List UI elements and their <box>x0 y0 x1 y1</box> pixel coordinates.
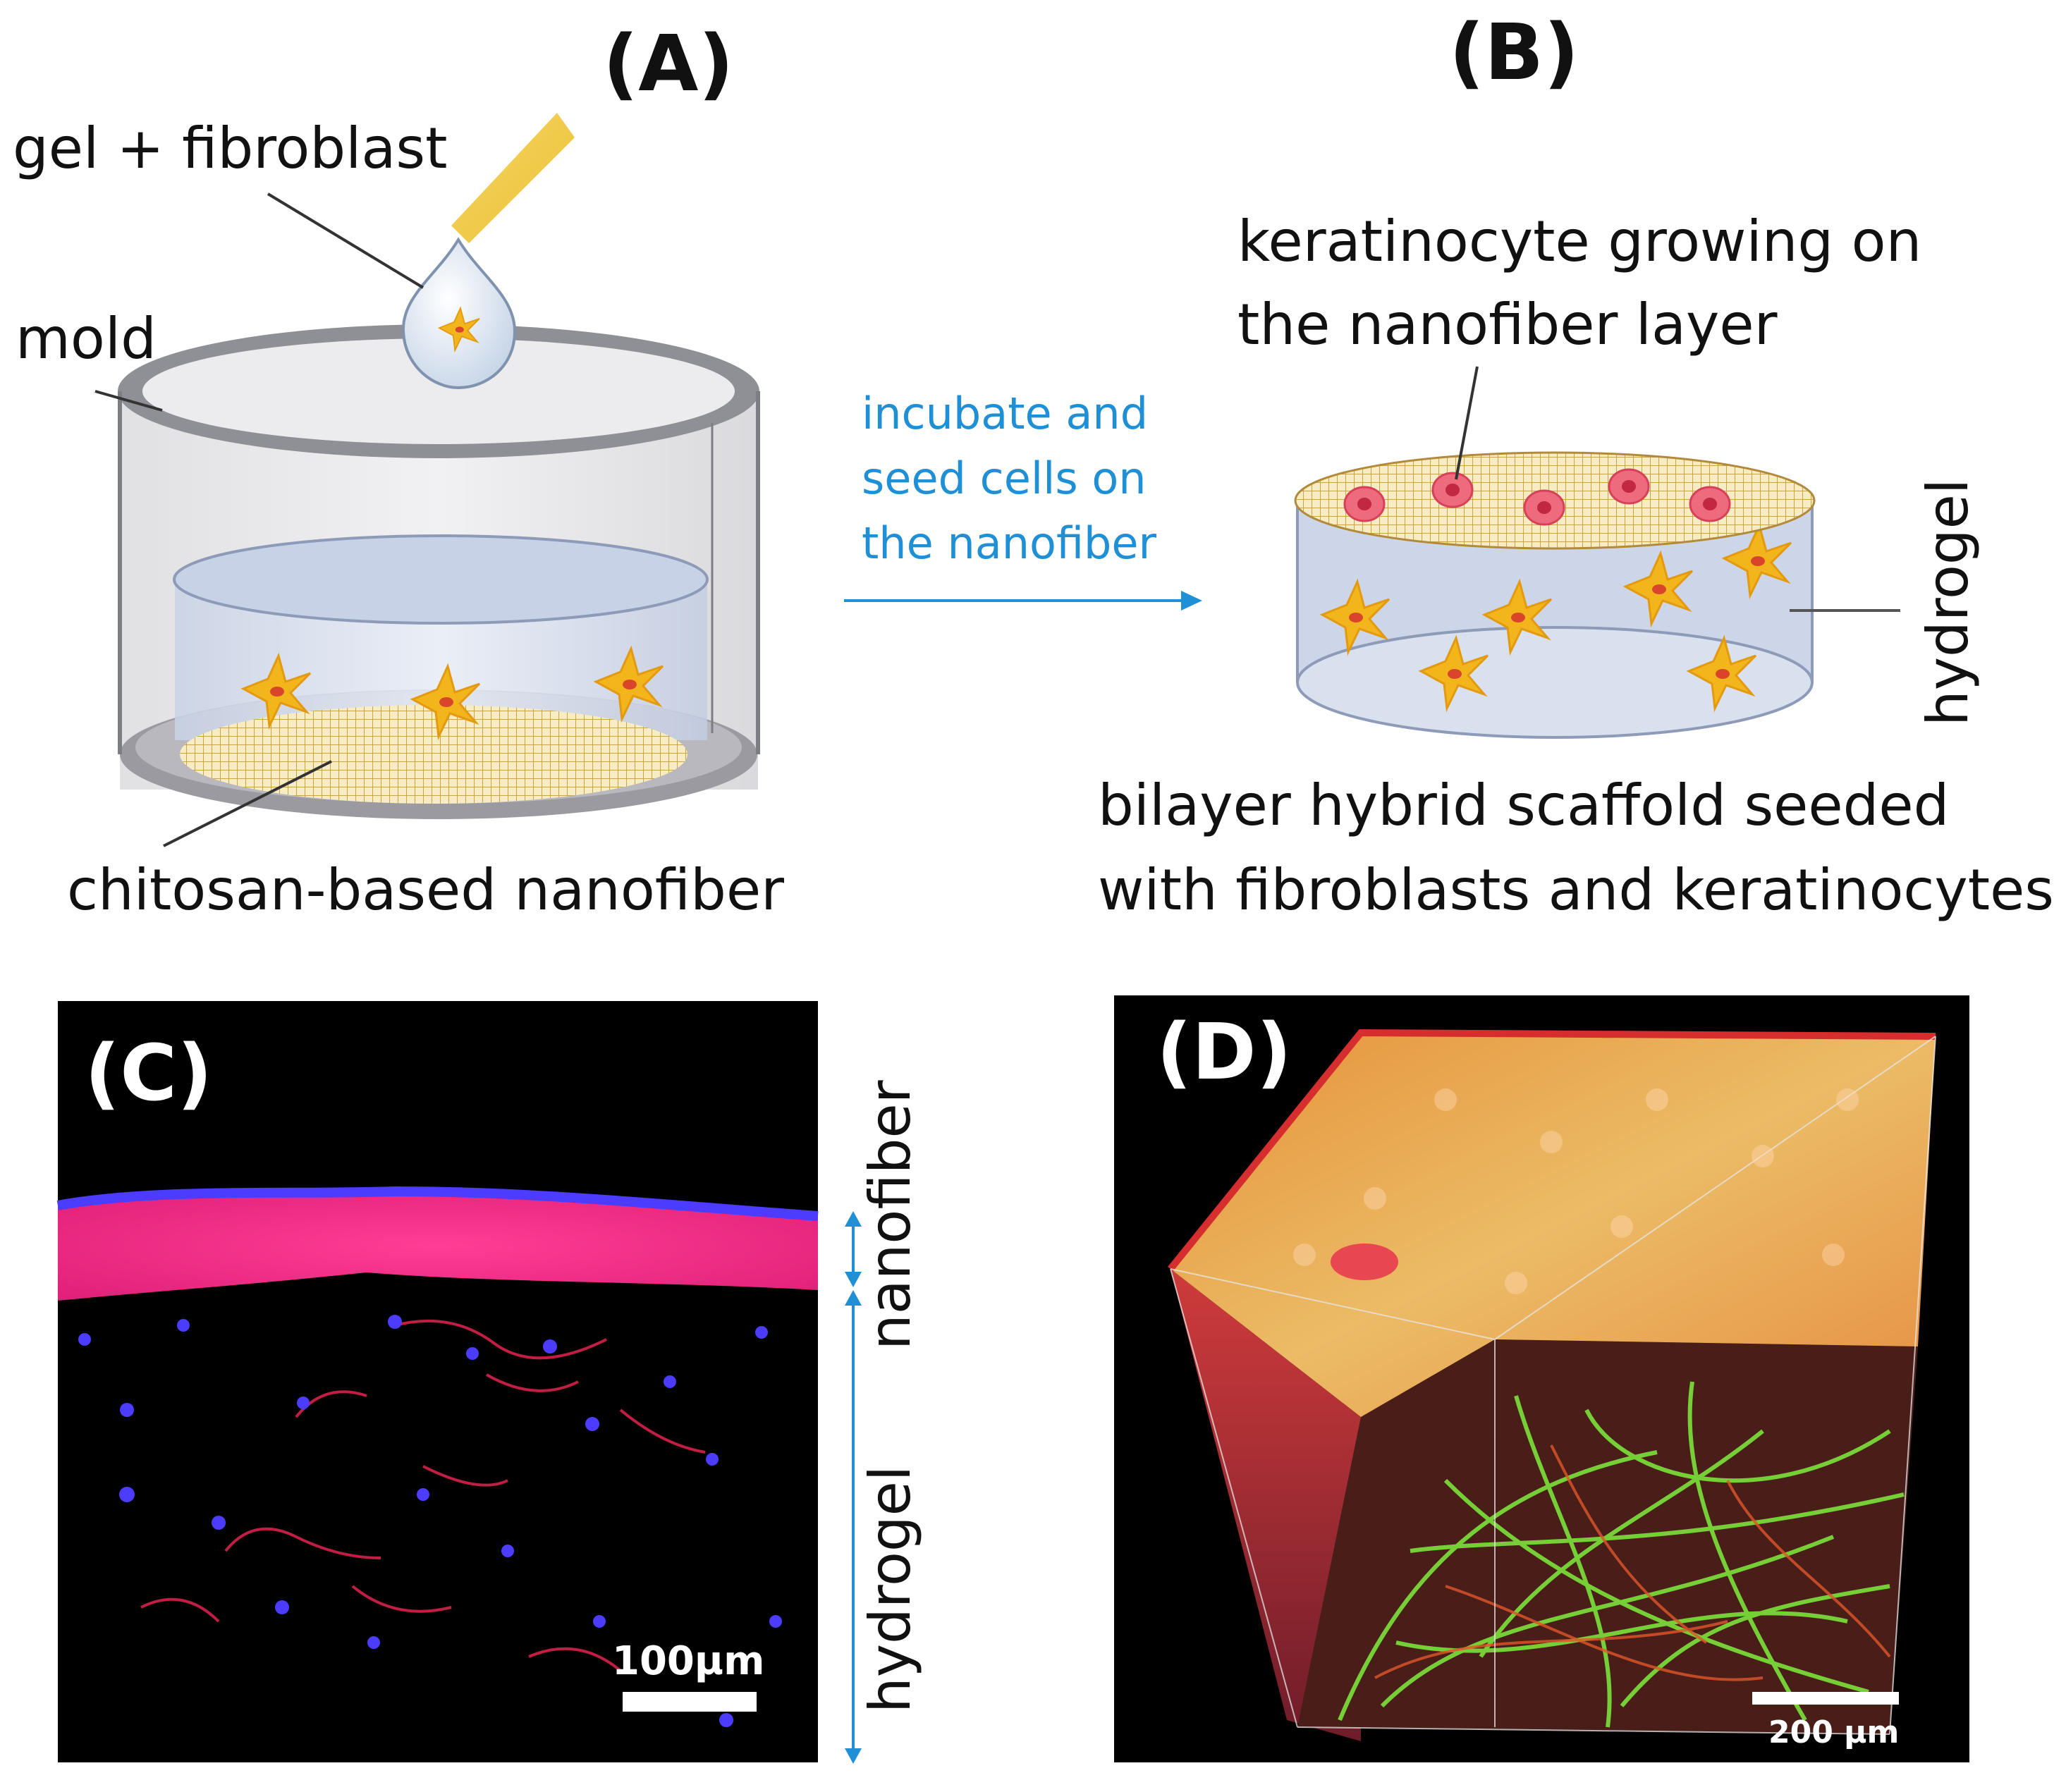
micrograph-c <box>58 1001 818 1762</box>
fibroblast-traces <box>140 1319 706 1672</box>
process-arrow-head <box>1181 591 1202 610</box>
hydrogel-side-label: hydrogel <box>857 1466 923 1713</box>
volume-top-face <box>1170 1033 1936 1417</box>
keratinocyte-cell <box>1343 486 1386 522</box>
panel-a: (A) gel + fibroblast mold chitosan-base <box>13 18 784 923</box>
nanofiber-mesh-a <box>180 705 687 804</box>
scale-bar-d <box>1752 1692 1899 1705</box>
scale-bar-label-c: 100µm <box>612 1638 764 1684</box>
panel-d: (D) 200 µm <box>1114 995 1969 1762</box>
keratinocyte-label-line2: the nanofiber layer <box>1237 292 1778 357</box>
keratinocyte-cell <box>1608 468 1650 505</box>
gel-leader-line <box>267 192 424 289</box>
process-text-line3: the nanofiber <box>862 517 1157 569</box>
panel-b-label: (B) <box>1449 7 1579 97</box>
keratinocyte-cell <box>1523 489 1565 526</box>
nanofiber-side-label: nanofiber <box>857 1080 923 1350</box>
chitosan-nanofiber-label: chitosan-based nanofiber <box>67 857 784 923</box>
panel-d-label: (D) <box>1156 1007 1292 1097</box>
bounding-box-lines <box>1170 1036 1936 1735</box>
nanofiber-leader-line <box>163 760 332 847</box>
keratinocyte-cell <box>1689 486 1731 522</box>
red-fibers <box>1374 1444 1891 1681</box>
scaffold-caption-line1: bilayer hybrid scaffold seeded <box>1098 773 1949 838</box>
volume-left-face <box>1170 1269 1361 1741</box>
keratinocyte-leader-line <box>1455 366 1479 480</box>
panel-b: (B) keratinocyte growing on the nanofibe… <box>1098 7 2054 923</box>
pipette-tip <box>451 113 575 243</box>
process-arrow-group: incubate and seed cells on the nanofiber <box>844 388 1202 610</box>
scale-bar-c <box>623 1692 757 1712</box>
gel-fibroblast-label: gel + fibroblast <box>13 116 447 181</box>
mold-leader-line <box>94 390 163 412</box>
gel-top-surface <box>173 534 709 625</box>
nanofiber-band <box>58 1191 818 1301</box>
keratinocyte-cell <box>1431 472 1474 508</box>
scale-bar-label-d: 200 µm <box>1768 1714 1899 1750</box>
surface-cell-spots <box>1293 1088 1859 1294</box>
panel-c: (C) 100µm nanofiber hydrogel <box>56 1001 923 1764</box>
panel-c-label: (C) <box>85 1028 212 1118</box>
scaffold-caption-line2: with fibroblasts and keratinocytes <box>1098 857 2054 923</box>
hydrogel-label-b: hydrogel <box>1915 479 1981 726</box>
mold-label: mold <box>16 306 157 372</box>
process-text-line2: seed cells on <box>862 453 1147 504</box>
nuclei-dots <box>78 1315 782 1727</box>
keratinocyte-label-line1: keratinocyte growing on <box>1237 209 1921 274</box>
panel-a-label: (A) <box>603 18 734 109</box>
process-text-line1: incubate and <box>862 388 1148 439</box>
